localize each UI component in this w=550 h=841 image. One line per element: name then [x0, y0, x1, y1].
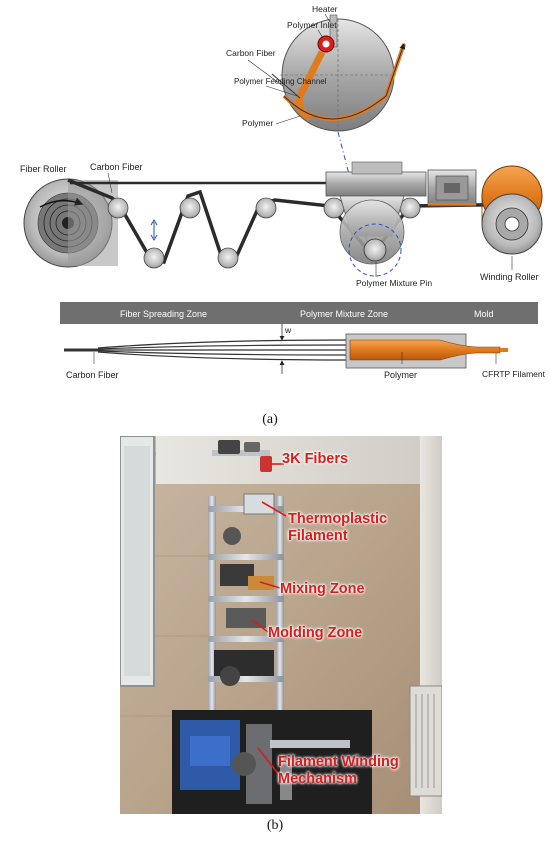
carbon-fiber-main-label: Carbon Fiber [90, 162, 143, 172]
polymer-mixture-unit [325, 161, 427, 277]
polymer-mixture-pin-text: Polymer Mixture Pin [356, 278, 432, 288]
label-filament-winding-mechanism: Filament Winding Mechanism [278, 754, 399, 787]
guide-rollers [107, 197, 421, 269]
carbon-fiber-top-text: Carbon Fiber [226, 48, 276, 58]
label-3k-fibers: 3K Fibers [282, 451, 349, 467]
heater-label: Heater [312, 4, 338, 14]
polymer-feeding-channel-label: Polymer Feeding Channel [234, 77, 327, 86]
fiber-roller-label: Fiber Roller [20, 164, 67, 174]
process-schematic: Heater Polymer Inlet Carbon Fiber Polyme… [20, 4, 546, 380]
polymer-top-label: Polymer [242, 118, 273, 128]
zone-bar: Fiber Spreading Zone Polymer Mixture Zon… [60, 302, 538, 324]
winding-roller-label: Winding Roller [480, 272, 539, 282]
cfrtp-filament-label: CFRTP Filament [482, 369, 546, 379]
carbon-fiber-bottom-label: Carbon Fiber [66, 370, 119, 380]
cfrtp-filament-text: CFRTP Filament [482, 369, 546, 379]
label-thermoplastic-filament: Thermoplastic Filament [288, 511, 388, 544]
winding-roller [481, 165, 543, 255]
width-symbol: w [284, 325, 292, 335]
zone-fiber-spreading: Fiber Spreading Zone [120, 309, 207, 319]
polymer-bottom-label: Polymer [384, 370, 417, 380]
mold-block [427, 169, 477, 207]
pin-detail [271, 14, 406, 132]
fiber-roller [23, 178, 118, 268]
polymer-inlet-label: Polymer Inlet [287, 20, 337, 30]
zone-polymer-mixture: Polymer Mixture Zone [300, 309, 388, 319]
filament-cross-section [64, 324, 508, 374]
caption-a: (a) [262, 412, 278, 427]
polymer-mixture-pin-label: Polymer Mixture Pin [356, 278, 432, 288]
rig-photo: 3K Fibers Thermoplastic Filament Mixing … [120, 436, 442, 814]
carbon-fiber-top-label: Carbon Fiber [226, 48, 276, 58]
label-molding-zone: Molding Zone [268, 625, 363, 641]
caption-b: (b) [266, 818, 284, 833]
label-mixing-zone: Mixing Zone [280, 581, 365, 597]
zone-mold: Mold [474, 309, 494, 319]
rig-photo-illustration [120, 436, 442, 814]
